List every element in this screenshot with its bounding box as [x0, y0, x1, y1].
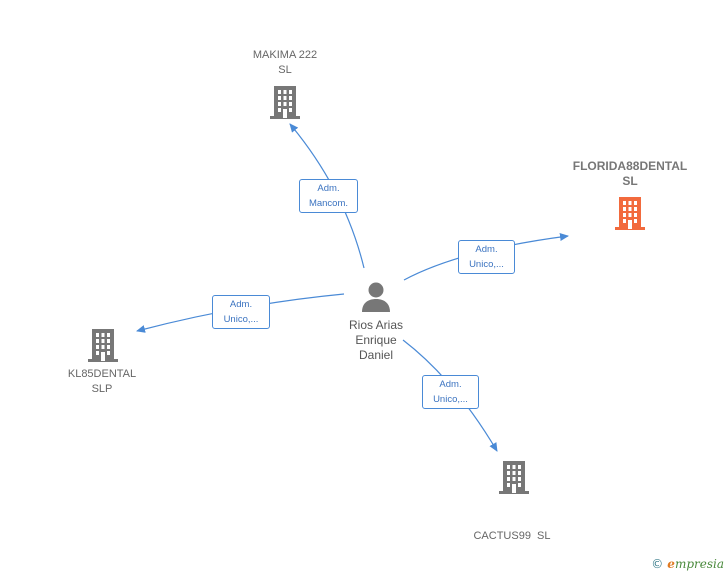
badge-line: Adm. [475, 244, 498, 255]
badge-line: Unico,... [469, 259, 504, 270]
company-label-florida[interactable]: FLORIDA88DENTAL SL [560, 159, 700, 189]
company-name-line: MAKIMA 222 [252, 49, 318, 61]
brand-watermark[interactable]: ©empresia [651, 557, 724, 571]
company-name-line: SL [622, 174, 638, 188]
building-icon[interactable] [498, 459, 530, 495]
company-name-line: KL85DENTAL [67, 368, 137, 380]
company-label-makima[interactable]: MAKIMA 222 SL [235, 48, 335, 78]
building-icon[interactable] [614, 195, 646, 231]
person-icon[interactable] [361, 281, 391, 313]
badge-line: Unico,... [433, 394, 468, 405]
building-icon[interactable] [87, 327, 119, 363]
person-name-line: Enrique [355, 333, 397, 347]
brand-name: mpresia [674, 557, 724, 571]
building-icon[interactable] [269, 84, 301, 120]
person-name-line: Rios Arias [348, 318, 404, 332]
company-name-line: FLORIDA88DENTAL [572, 159, 688, 173]
relation-badge-makima[interactable]: Adm. Mancom. [299, 179, 358, 213]
company-name-line: SL [278, 64, 292, 76]
person-name-label[interactable]: Rios Arias Enrique Daniel [324, 318, 428, 363]
relation-badge-kl85[interactable]: Adm. Unico,... [212, 295, 270, 329]
company-name-line: SLP [91, 383, 113, 395]
company-label-kl85[interactable]: KL85DENTAL SLP [50, 367, 154, 397]
badge-line: Mancom. [308, 198, 349, 209]
badge-line: Adm. [317, 183, 340, 194]
company-label-cactus[interactable]: CACTUS99 SL [452, 499, 572, 559]
person-name-line: Daniel [358, 348, 394, 362]
badge-line: Unico,... [223, 314, 259, 325]
brand-initial: e [667, 557, 675, 571]
relation-badge-florida[interactable]: Adm. Unico,... [458, 240, 515, 274]
badge-line: Adm. [229, 299, 253, 310]
copyright-icon: © [651, 557, 664, 571]
company-name-line: CACTUS99 SL [473, 530, 551, 542]
badge-line: Adm. [439, 379, 462, 390]
relation-badge-cactus[interactable]: Adm. Unico,... [422, 375, 479, 409]
